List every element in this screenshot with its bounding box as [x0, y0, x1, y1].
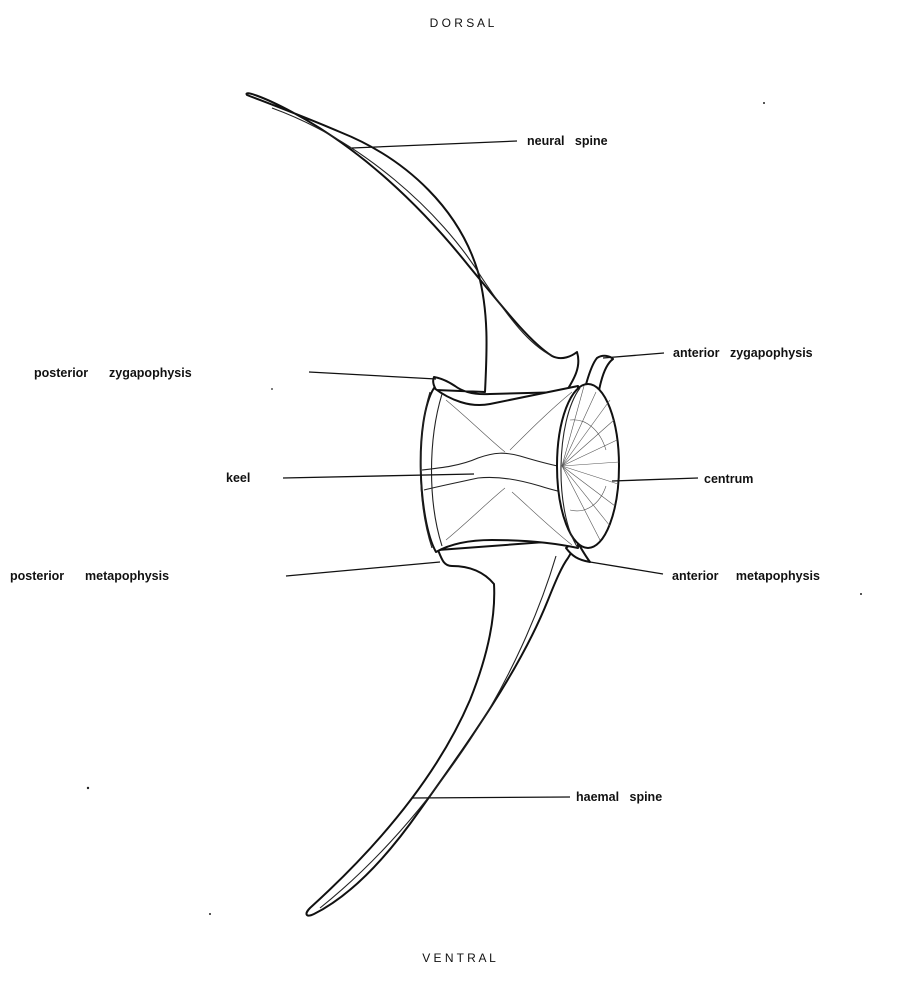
label-anterior-zygapophysis: anterior zygapophysis	[673, 346, 813, 360]
leader-posterior-metapophysis	[286, 562, 440, 576]
labels: neural spine anterior zygapophysis poste…	[10, 134, 820, 804]
dorsal-label: D O R S A L	[430, 16, 495, 30]
leader-anterior-metapophysis	[590, 562, 663, 574]
label-posterior-metapophysis: posterior metapophysis	[10, 569, 169, 583]
leader-centrum	[612, 478, 698, 481]
label-keel: keel	[226, 471, 250, 485]
label-neural-spine: neural spine	[527, 134, 608, 148]
vertebra-drawing	[246, 93, 619, 915]
haemal-spine-shape	[307, 540, 573, 916]
label-haemal-spine: haemal spine	[576, 790, 662, 804]
label-posterior-zygapophysis: posterior zygapophysis	[34, 366, 192, 380]
centrum-anterior-face	[557, 384, 619, 548]
label-anterior-metapophysis: anterior metapophysis	[672, 569, 820, 583]
label-centrum: centrum	[704, 472, 753, 486]
leader-neural-spine	[352, 141, 517, 148]
leader-anterior-zygapophysis	[603, 353, 664, 358]
leader-posterior-zygapophysis	[309, 372, 436, 379]
ventral-label: V E N T R A L	[422, 951, 496, 965]
leader-haemal-spine	[412, 797, 570, 798]
centrum-body	[421, 386, 578, 552]
